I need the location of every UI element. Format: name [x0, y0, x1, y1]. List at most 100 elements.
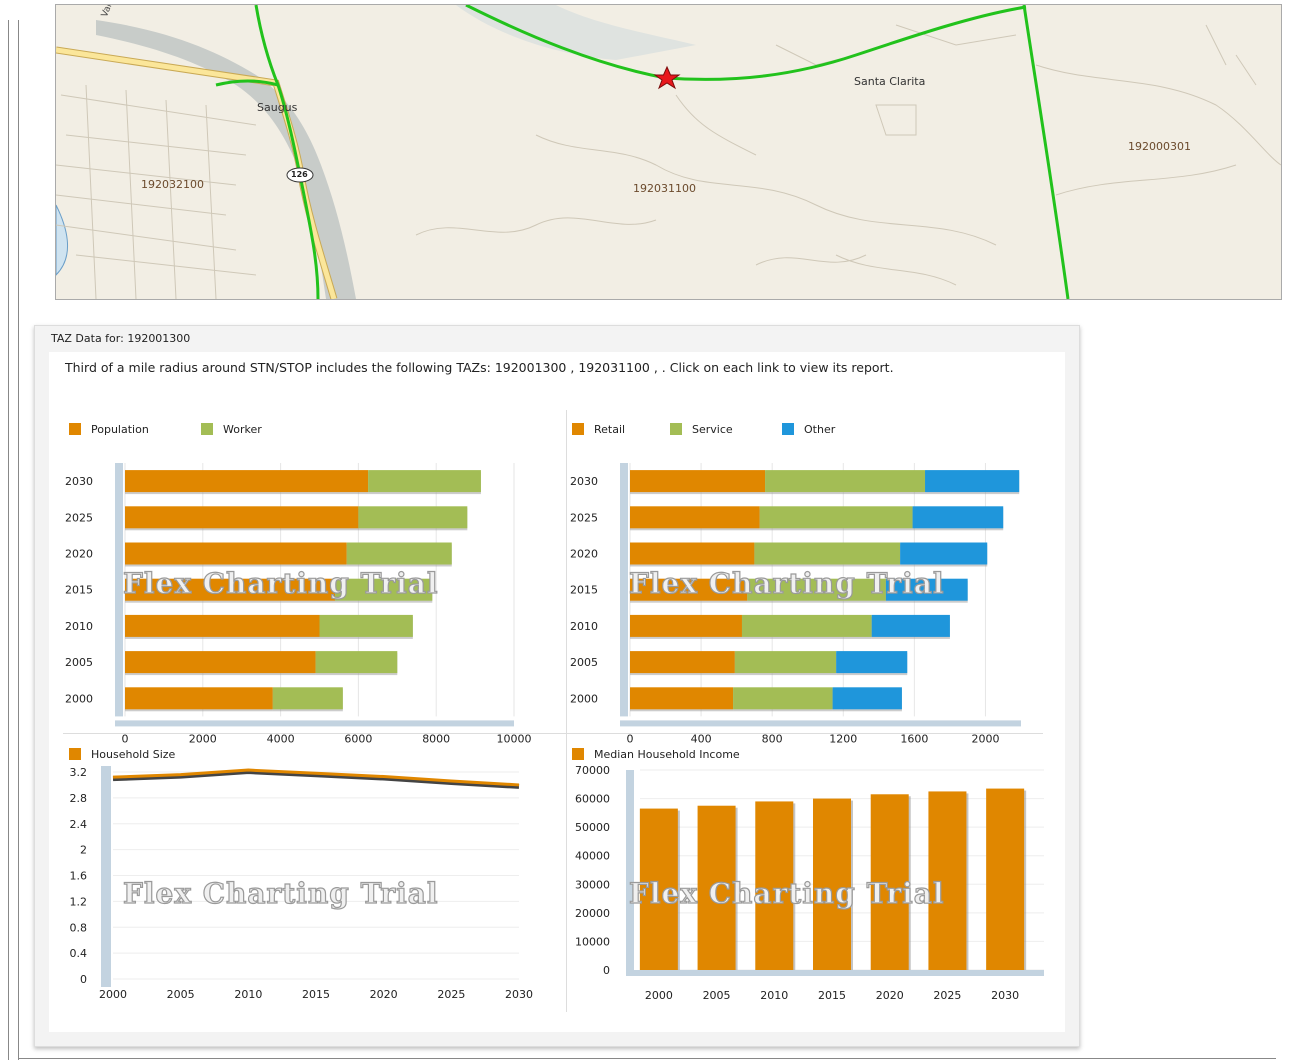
lake-shape — [56, 204, 69, 276]
y-tick-label-30000: 30000 — [575, 878, 610, 891]
bar-population-2010 — [125, 614, 320, 637]
panel-content: Third of a mile radius around STN/STOP i… — [49, 352, 1065, 1032]
x-tick-label-2030: 2030 — [505, 988, 533, 1001]
x-tick-label-2000: 2000 — [645, 989, 673, 1002]
x-tick-label-2010: 2010 — [760, 989, 788, 1002]
y-tick-label-20000: 20000 — [575, 907, 610, 920]
bar-retail-2005 — [630, 651, 735, 674]
bar-median-income-2000 — [639, 808, 678, 970]
y-tick-label-0: 0 — [80, 973, 87, 986]
legend-swatch-median-household-income — [572, 748, 584, 760]
y-tick-label-2.8: 2.8 — [70, 792, 88, 805]
bar-other-2025 — [912, 506, 1004, 529]
x-tick-label-2010: 2010 — [234, 988, 262, 1001]
bar-service-2020 — [754, 542, 901, 565]
bar-retail-2010 — [630, 614, 742, 637]
x-tick-label-2005: 2005 — [703, 989, 731, 1002]
window-frame-inner — [18, 20, 19, 1060]
bar-other-2020 — [900, 542, 988, 565]
bar-other-2010 — [871, 614, 950, 637]
x-tick-label-2025: 2025 — [437, 988, 465, 1001]
legend-swatch-retail — [572, 423, 584, 435]
y-tick-label-2.4: 2.4 — [70, 818, 88, 831]
x-tick-label-4000: 4000 — [267, 732, 295, 745]
bar-median-income-2010 — [755, 801, 794, 970]
legend-swatch-household-size — [69, 748, 81, 760]
y-tick-label-2015: 2015 — [65, 584, 93, 597]
bar-service-2025 — [759, 506, 913, 529]
y-tick-label-2005: 2005 — [570, 656, 598, 669]
y-axis-rail — [626, 770, 634, 976]
x-tick-label-2015: 2015 — [302, 988, 330, 1001]
y-tick-label-2010: 2010 — [65, 620, 93, 633]
line-household-size — [112, 768, 520, 787]
x-tick-label-8000: 8000 — [422, 732, 450, 745]
transit-route-right — [1022, 5, 1070, 299]
x-tick-label-10000: 10000 — [497, 732, 532, 745]
x-tick-label-2025: 2025 — [933, 989, 961, 1002]
x-tick-label-2000: 2000 — [971, 732, 999, 745]
station-star-icon[interactable] — [653, 65, 681, 90]
y-tick-label-2: 2 — [80, 844, 87, 857]
taz-label-192000301[interactable]: 192000301 — [1128, 140, 1191, 153]
bar-median-income-2020 — [870, 794, 909, 970]
intro-prefix: Third of a mile radius around STN/STOP i… — [65, 360, 495, 375]
x-tick-label-2005: 2005 — [167, 988, 195, 1001]
bar-population-2000 — [125, 687, 273, 710]
y-tick-label-2010: 2010 — [570, 620, 598, 633]
x-tick-label-800: 800 — [762, 732, 783, 745]
y-axis-rail — [101, 766, 111, 987]
x-tick-label-2000: 2000 — [99, 988, 127, 1001]
y-tick-label-2020: 2020 — [65, 548, 93, 561]
intro-separator: , — [566, 360, 579, 375]
bar-worker-2020 — [346, 542, 452, 565]
legend-label-population: Population — [91, 423, 149, 436]
x-tick-label-2030: 2030 — [991, 989, 1019, 1002]
y-tick-label-50000: 50000 — [575, 821, 610, 834]
bar-worker-2000 — [272, 687, 343, 710]
x-axis-rail — [620, 720, 1021, 727]
household-size-svg: Household Size00.40.81.21.622.42.83.2200… — [69, 748, 533, 1001]
taz-label-192032100[interactable]: 192032100 — [141, 178, 204, 191]
chart-divider-horizontal — [63, 733, 1043, 734]
x-axis-rail — [115, 720, 514, 727]
taz-link-192001300[interactable]: 192001300 — [494, 360, 567, 375]
legend-swatch-service — [670, 423, 682, 435]
x-tick-label-2020: 2020 — [370, 988, 398, 1001]
bar-retail-2020 — [630, 542, 755, 565]
bar-population-2005 — [125, 651, 316, 674]
bar-retail-2025 — [630, 506, 760, 529]
city-label-santa-clarita: Santa Clarita — [854, 75, 926, 88]
taz-link-192031100[interactable]: 192031100 — [578, 360, 650, 375]
median-income-svg: Median Household Income01000020000300004… — [572, 748, 1044, 1002]
map-view[interactable]: Valencia Blvd Saugus Santa Clarita 126 1… — [55, 4, 1282, 300]
x-tick-label-2000: 2000 — [189, 732, 217, 745]
legend-label-other: Other — [804, 423, 836, 436]
legend-swatch-other — [782, 423, 794, 435]
route-shield-icon — [286, 167, 314, 183]
bar-retail-2015 — [630, 578, 748, 601]
intro-text: Third of a mile radius around STN/STOP i… — [65, 360, 1015, 375]
chart-divider-vertical — [566, 410, 567, 1012]
bar-other-2015 — [885, 578, 968, 601]
taz-label-192031100[interactable]: 192031100 — [633, 182, 696, 195]
transit-route-main — [465, 5, 1027, 81]
y-tick-label-1.6: 1.6 — [70, 870, 88, 883]
x-axis-rail — [626, 970, 1044, 976]
bar-median-income-2025 — [928, 791, 967, 970]
map-canvas[interactable] — [56, 5, 1281, 299]
y-axis-rail — [115, 463, 123, 717]
route-shield-label: 126 — [291, 170, 308, 179]
bar-other-2000 — [832, 687, 902, 710]
y-tick-label-3.2: 3.2 — [70, 766, 88, 779]
bar-population-2015 — [125, 578, 336, 601]
x-tick-label-6000: 6000 — [344, 732, 372, 745]
bar-other-2005 — [836, 651, 908, 674]
y-tick-label-60000: 60000 — [575, 793, 610, 806]
bar-service-2000 — [733, 687, 833, 710]
y-tick-label-2030: 2030 — [65, 475, 93, 488]
x-tick-label-2020: 2020 — [876, 989, 904, 1002]
bar-worker-2005 — [315, 651, 398, 674]
